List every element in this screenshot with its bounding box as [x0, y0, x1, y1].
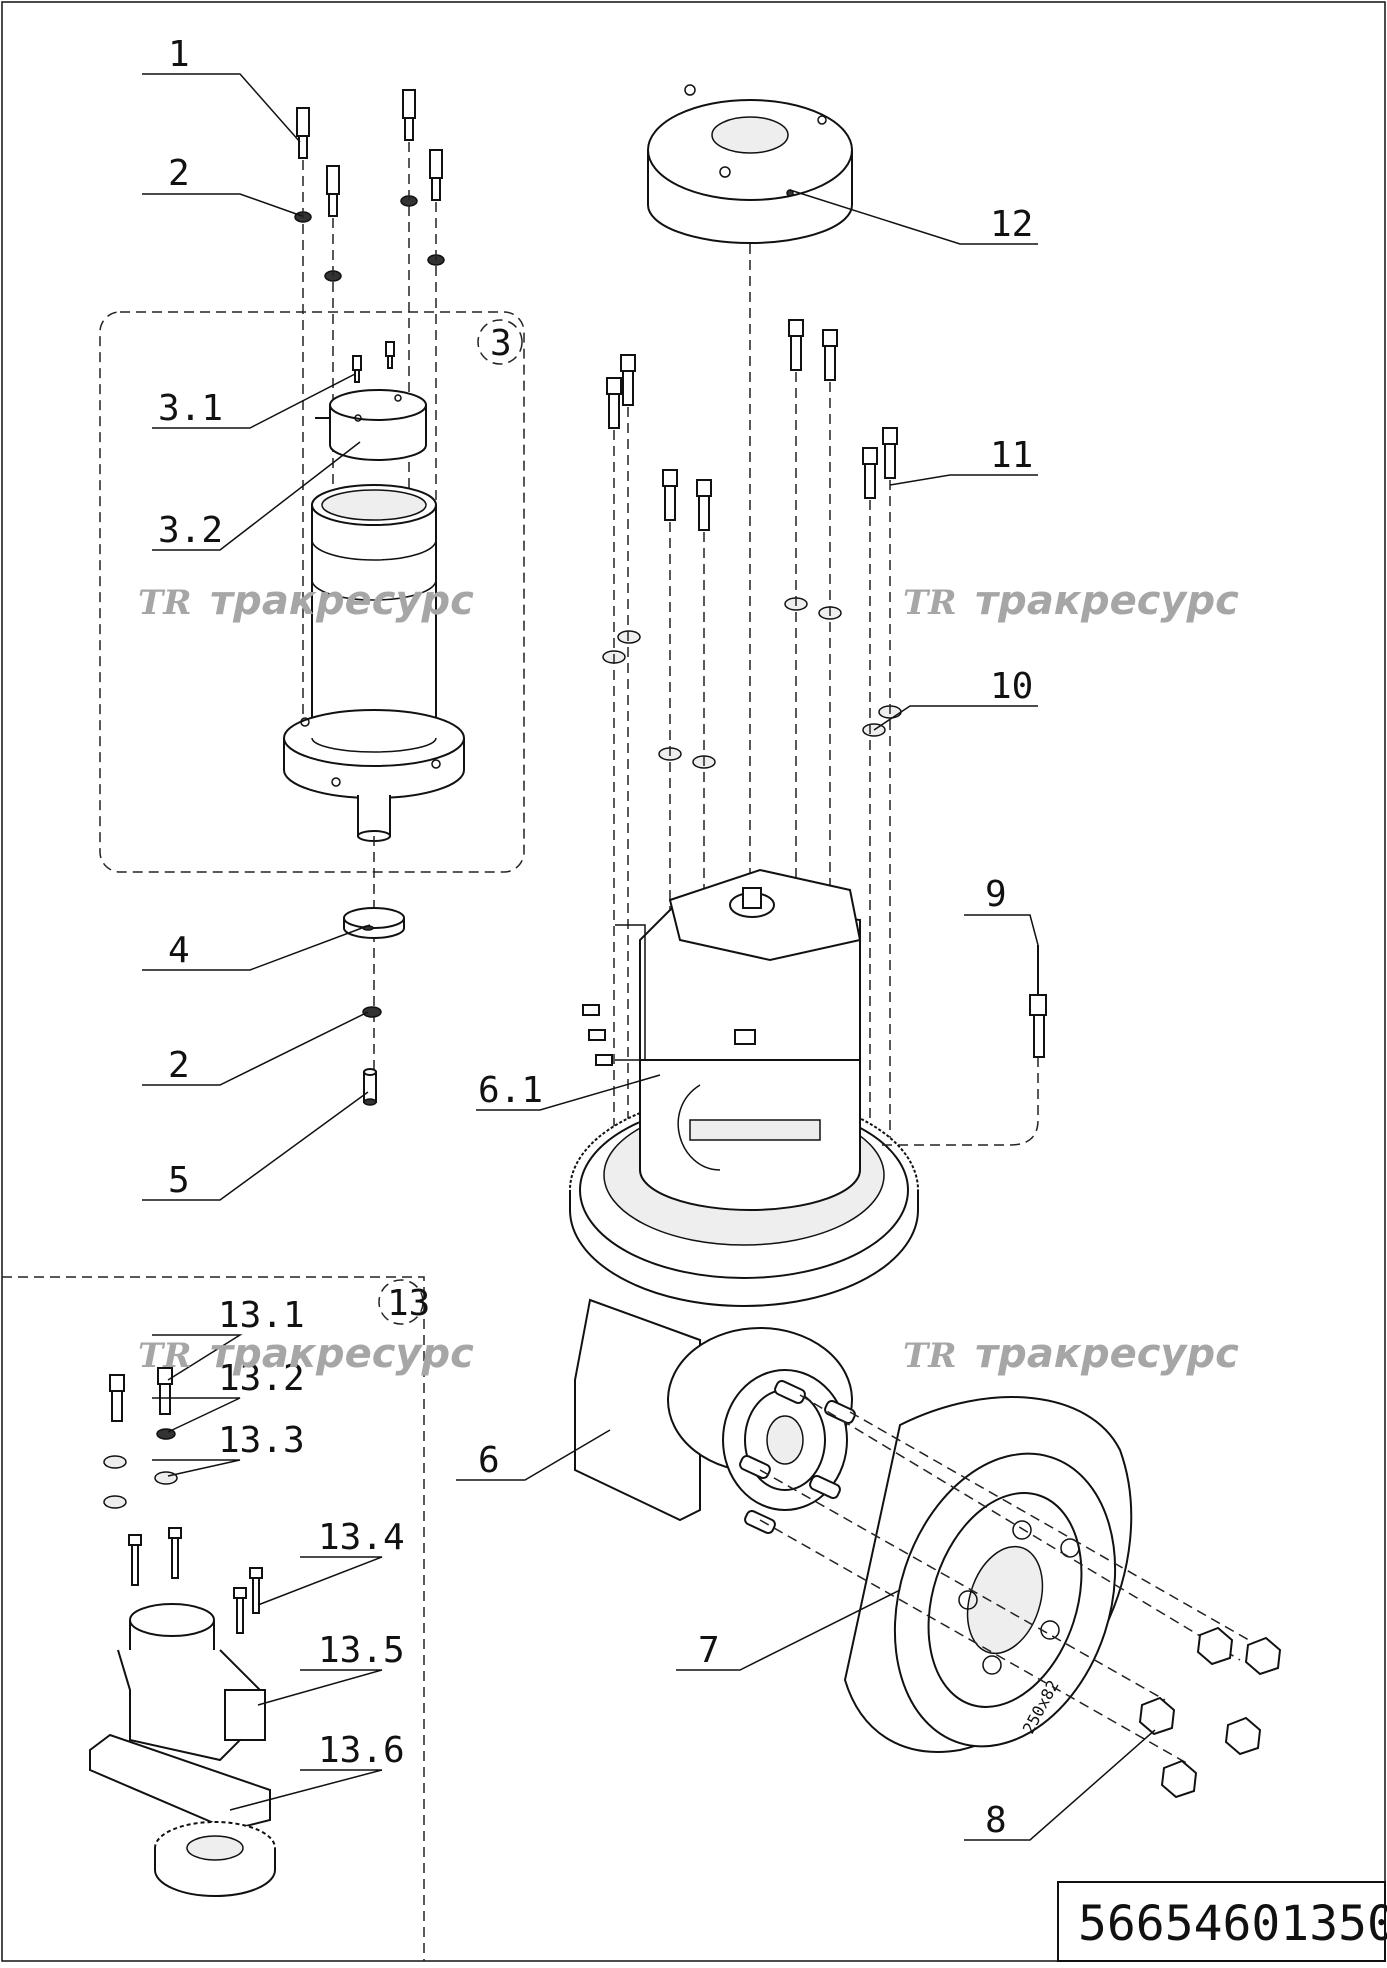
wheel-axis-lines	[759, 1394, 1276, 1766]
watermark-right-top: TR тракресурс	[903, 578, 1239, 624]
callout-13-1: 13.1	[218, 1295, 305, 1336]
part-3-motor-housing	[283, 484, 465, 842]
callout-11: 11	[990, 435, 1033, 476]
callout-13-2: 13.2	[218, 1358, 305, 1399]
group-3-boundary	[99, 311, 525, 873]
part-4-disc	[343, 907, 405, 939]
part-5-pin	[363, 1068, 377, 1106]
callout-2-lower: 2	[168, 1045, 190, 1086]
watermark-text: тракресурс	[210, 578, 474, 624]
part-13-4-screws	[128, 1527, 263, 1634]
callout-4: 4	[168, 930, 190, 971]
callout-1: 1	[168, 34, 190, 75]
part-12-brake-cover	[647, 84, 853, 244]
document-number-box	[1057, 1881, 1386, 1962]
callout-3: 3	[490, 323, 512, 364]
callout-8: 8	[985, 1800, 1007, 1841]
callout-13-4: 13.4	[318, 1517, 405, 1558]
document-number: 566546013501	[1078, 1896, 1387, 1952]
part-9-sensor	[880, 945, 1047, 1146]
callout-6: 6	[478, 1440, 500, 1481]
callout-3-2: 3.2	[158, 510, 223, 551]
callout-7: 7	[698, 1630, 720, 1671]
callout-3-1: 3.1	[158, 388, 223, 429]
group-13-boundary	[2, 1276, 425, 1961]
watermark-right-bottom: TR тракресурс	[903, 1331, 1239, 1377]
part-3-1-screws	[352, 341, 395, 383]
part-7-wheel: 250x82	[843, 1396, 1133, 1753]
group-3-badge	[477, 319, 523, 365]
callout-9: 9	[985, 874, 1007, 915]
bolt-axis-lines-right	[613, 372, 891, 1260]
part-8-nuts	[1138, 1626, 1282, 1799]
part-13-6-bracket-gear	[89, 1733, 276, 1897]
part-13-5-encoder-unit	[117, 1603, 266, 1762]
callout-12: 12	[990, 204, 1033, 245]
callout-13-6: 13.6	[318, 1730, 405, 1771]
callout-6-1: 6.1	[478, 1070, 543, 1111]
watermark-logo: TR	[138, 1336, 192, 1376]
callout-13-3: 13.3	[218, 1420, 305, 1461]
leader-lines	[142, 73, 1156, 1841]
callout-5: 5	[168, 1160, 190, 1201]
part-6-1-motor	[582, 868, 862, 1211]
part-11-bolts	[606, 319, 898, 531]
part-10-washers	[602, 597, 902, 769]
part-2-washers	[294, 195, 445, 282]
part-13-2-13-3-washers	[103, 1428, 178, 1509]
part-3-2-cap	[315, 389, 427, 461]
watermark-text: тракресурс	[975, 1331, 1239, 1377]
part-2-washer-lower	[362, 1006, 382, 1018]
group-13-badge	[378, 1279, 424, 1325]
part-1-bolts	[296, 89, 443, 217]
watermark-logo: TR	[138, 583, 192, 623]
callout-10: 10	[990, 666, 1033, 707]
watermark-text: тракресурс	[975, 578, 1239, 624]
callout-2-top: 2	[168, 153, 190, 194]
watermark-left-top: TR тракресурс	[138, 578, 474, 624]
watermark-logo: TR	[903, 583, 957, 623]
watermark-left-bottom: TR тракресурс	[138, 1331, 474, 1377]
watermark-logo: TR	[903, 1336, 957, 1376]
callout-13: 13	[387, 1283, 430, 1324]
callout-13-5: 13.5	[318, 1630, 405, 1671]
watermark-text: тракресурс	[210, 1331, 474, 1377]
